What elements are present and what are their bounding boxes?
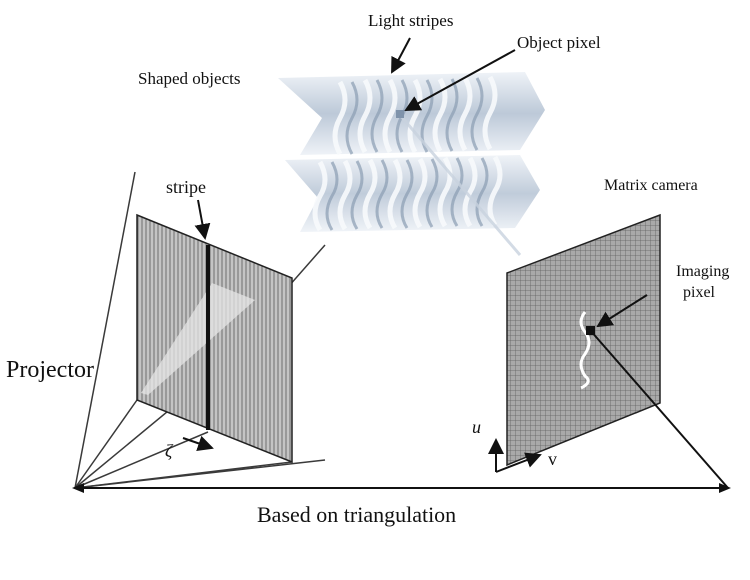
projector-rays xyxy=(74,171,326,489)
imaging-pixel-label-line2: pixel xyxy=(683,284,715,301)
v-axis-label: v xyxy=(548,449,557,469)
stripe-label: stripe xyxy=(166,177,206,197)
shaped-objects-label: Shaped objects xyxy=(138,69,241,88)
u-axis-label: u xyxy=(472,417,481,437)
object-pixel-arrow xyxy=(404,49,516,111)
imaged-stripe xyxy=(579,311,591,390)
imaging-pixel-arrow xyxy=(596,294,648,328)
zeta-label: ζ xyxy=(165,441,173,461)
light-stripes-arrow xyxy=(391,37,411,74)
caption-label: Based on triangulation xyxy=(257,502,457,527)
shaped-object-lower xyxy=(285,155,540,232)
object-pixel-label: Object pixel xyxy=(517,33,601,52)
camera-ray xyxy=(589,329,729,489)
stripe-arrow xyxy=(194,199,211,240)
matrix-camera-label: Matrix camera xyxy=(604,177,698,194)
object-pixel-marker xyxy=(396,110,404,118)
projector-label: Projector xyxy=(6,357,94,383)
projector-panel xyxy=(136,213,293,464)
triangulation-baseline xyxy=(72,483,731,493)
shaped-object-upper xyxy=(278,72,545,156)
zeta-arrow xyxy=(182,435,214,451)
light-stripes-label: Light stripes xyxy=(368,11,454,30)
object-to-camera-ray xyxy=(398,114,522,256)
imaging-pixel-label-line1: Imaging xyxy=(676,263,730,280)
v-axis-arrow xyxy=(495,452,542,473)
camera-panel xyxy=(506,213,661,467)
